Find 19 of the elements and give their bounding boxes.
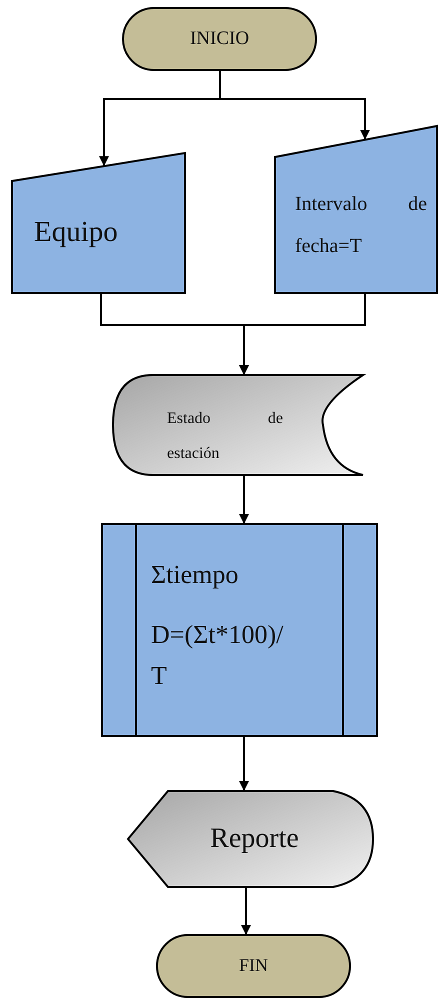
end-terminal bbox=[157, 935, 350, 997]
start-terminal bbox=[123, 8, 316, 70]
arrow bbox=[239, 736, 249, 791]
display-shape bbox=[128, 791, 373, 887]
manual-input-shape bbox=[12, 153, 185, 293]
arrow bbox=[219, 70, 370, 140]
node-label: D=(Σt*100)/ T bbox=[151, 618, 284, 692]
manual-input-shape bbox=[275, 126, 437, 293]
predefined-process-box bbox=[102, 524, 377, 736]
node-label: Equipo bbox=[34, 215, 118, 250]
node-label: INICIO bbox=[190, 26, 250, 51]
arrow bbox=[239, 293, 366, 375]
node-label: Intervalo de fecha=T bbox=[295, 192, 427, 258]
node-label: Reporte bbox=[210, 822, 299, 856]
node-label: Σtiempo bbox=[151, 559, 238, 591]
arrow bbox=[241, 887, 251, 935]
node-label: Estado de estación bbox=[167, 408, 283, 464]
node-label: FIN bbox=[238, 954, 268, 978]
arrow bbox=[239, 475, 249, 524]
